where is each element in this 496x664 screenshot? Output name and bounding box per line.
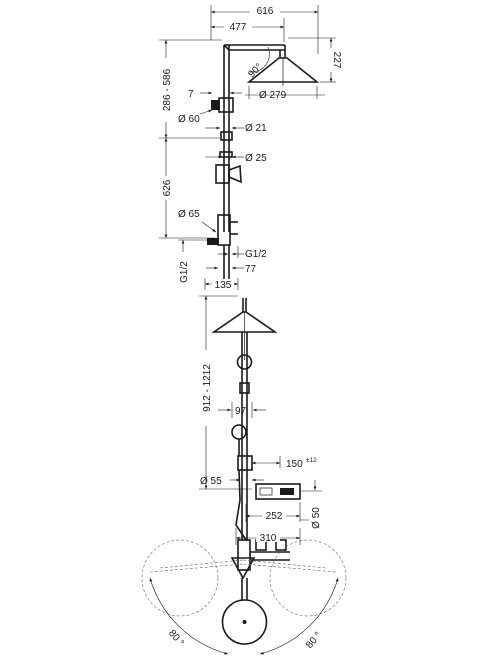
left-swing-circle: [141, 539, 219, 617]
front-view: 912 - 1212 97 150 ±12 Ø 55 252 Ø 50: [141, 295, 347, 655]
dim-g12-left: G1/2: [179, 261, 190, 283]
dim-97: 97: [235, 406, 247, 417]
dim-286-586: 286 - 586: [162, 68, 173, 111]
hand-shower-holder: [215, 164, 230, 184]
valve-body: [237, 539, 251, 571]
angle-90: 90°: [246, 62, 264, 80]
dim-477: 477: [230, 22, 247, 33]
dim-dia-50: Ø 50: [311, 507, 322, 529]
dim-135: 135: [215, 280, 232, 291]
front-shower-head: [211, 311, 278, 333]
right-swing-circle: [269, 539, 347, 617]
dim-616: 616: [257, 6, 274, 17]
side-view: 616 477 227 90° Ø 279 286 - 586 7 Ø 60: [158, 4, 342, 291]
dim-dia-25: Ø 25: [245, 153, 267, 164]
dim-dia-279: Ø 279: [259, 90, 287, 101]
dim-310: 310: [260, 533, 277, 544]
dim-150: 150: [286, 459, 303, 470]
dim-252: 252: [266, 511, 283, 522]
overhead-shower-head: [246, 57, 320, 83]
riser-collar: [220, 131, 233, 141]
dim-77: 77: [245, 264, 257, 275]
dim-tolerance-12: ±12: [306, 457, 317, 464]
dim-g12-right: G1/2: [245, 249, 267, 260]
dim-7: 7: [188, 89, 194, 100]
hand-shower: [228, 164, 242, 184]
angle-80-right: 80 °: [304, 630, 324, 651]
riser-slider: [218, 97, 234, 113]
dim-dia-55: Ø 55: [200, 476, 222, 487]
front-hand-shower: [231, 424, 247, 440]
front-slider: [236, 354, 253, 370]
dim-227: 227: [331, 52, 342, 69]
dim-dia-60: Ø 60: [178, 114, 200, 125]
dim-912-1212: 912 - 1212: [202, 364, 213, 412]
dim-dia-65: Ø 65: [178, 209, 200, 220]
front-holder: [237, 455, 253, 471]
dim-626: 626: [162, 179, 173, 196]
dim-dia-21: Ø 21: [245, 123, 267, 134]
shower-hose: [235, 469, 247, 541]
angle-80-left: 80 °: [166, 628, 186, 649]
thermostat-bar: [255, 483, 301, 500]
